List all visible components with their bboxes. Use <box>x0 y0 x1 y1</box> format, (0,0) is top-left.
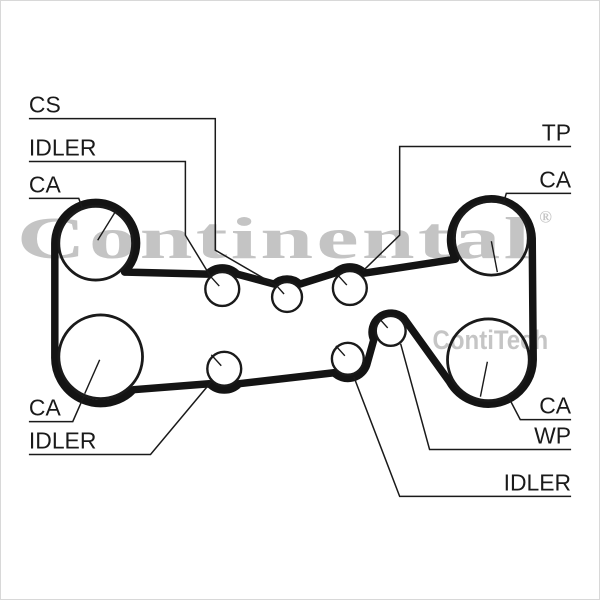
pulley-tick <box>479 361 489 397</box>
water-pump-pulley <box>374 314 407 348</box>
pulley-tick <box>210 354 222 367</box>
pulley-tick <box>208 274 220 287</box>
pulley-tick <box>97 210 117 241</box>
pulley-tick <box>378 317 389 329</box>
idler-bottom-left-leader-line <box>28 381 212 456</box>
pulley-tick <box>336 273 348 286</box>
component-labels: CS IDLER CA CA IDLER TP CA CA WP IDLER <box>29 92 572 496</box>
label-wp: WP <box>534 423 571 449</box>
label-idler-top-left: IDLER <box>29 134 96 160</box>
crankshaft-sprocket <box>270 280 304 314</box>
registered-trademark-symbol: ® <box>539 207 552 226</box>
label-tp: TP <box>542 120 571 146</box>
label-ca-bottom-right: CA <box>539 393 572 419</box>
ca-top-right-leader-line <box>502 192 572 204</box>
pulley-tick <box>335 345 346 357</box>
label-ca-bottom-left: CA <box>29 395 62 421</box>
label-cs: CS <box>29 92 61 118</box>
cs-leader-line <box>28 117 278 287</box>
label-ca-top-right: CA <box>539 166 572 192</box>
timing-belt <box>51 195 537 408</box>
camshaft-pulley-bottom-right <box>446 317 531 403</box>
ca-bottom-right-leader-line <box>507 396 572 421</box>
idler-bottom-right-leader-line <box>353 376 572 498</box>
idler-pulley-top-left <box>204 270 241 308</box>
label-idler-bottom-right: IDLER <box>504 469 571 495</box>
pulley-ticks <box>84 210 499 397</box>
camshaft-pulley-top-left <box>57 204 134 282</box>
ca-top-left-leader-line <box>28 197 84 210</box>
camshaft-pulley-top-right <box>453 199 530 277</box>
label-idler-bottom-left: IDLER <box>29 428 96 454</box>
tensioner-pulley <box>331 269 368 307</box>
pulley-tick <box>275 284 285 295</box>
idler-top-left-leader-line <box>28 160 211 277</box>
pulley-tick <box>84 359 101 394</box>
leader-lines <box>28 117 572 498</box>
camshaft-pulley-bottom-left <box>57 313 144 401</box>
label-ca-top-left: CA <box>29 171 62 197</box>
pulley-tick <box>490 241 499 273</box>
ca-bottom-left-leader-line <box>28 396 85 423</box>
idler-pulley-bottom-right <box>330 341 365 376</box>
pulleys <box>57 199 531 403</box>
tp-leader-line <box>362 145 572 272</box>
wp-leader-line <box>399 343 572 451</box>
idler-pulley-bottom-left <box>206 350 243 387</box>
